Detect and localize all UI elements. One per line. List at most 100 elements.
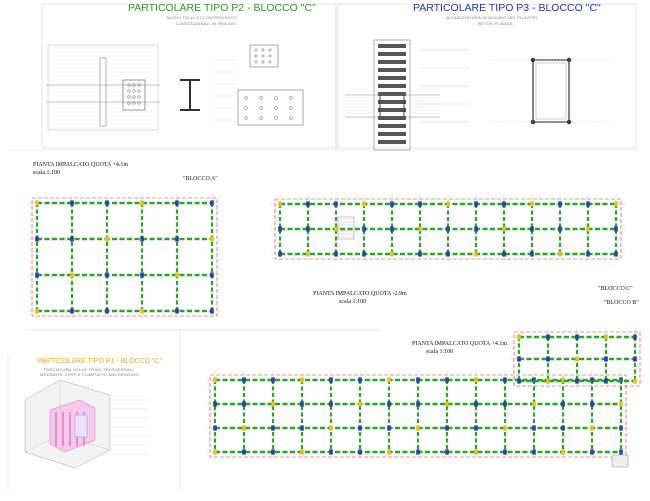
plan-b-column bbox=[358, 425, 362, 431]
bolt bbox=[261, 48, 265, 52]
plan-b-column bbox=[532, 425, 536, 431]
p3-batten bbox=[378, 108, 406, 112]
plan-b-wing-column bbox=[517, 334, 521, 340]
bolt bbox=[254, 60, 258, 64]
plan-a-column bbox=[140, 200, 144, 206]
bolt bbox=[254, 54, 258, 58]
bolt bbox=[127, 83, 131, 87]
plan-b-wing-boundary bbox=[513, 331, 641, 387]
stair bbox=[611, 454, 629, 468]
plan-b-column bbox=[329, 449, 333, 455]
plan-b-column bbox=[358, 377, 362, 383]
plan-b-wing-column bbox=[546, 334, 550, 340]
plan-c-column bbox=[306, 226, 310, 232]
plan-c-column bbox=[362, 201, 366, 207]
plan-b-column bbox=[271, 449, 275, 455]
plan-c-column bbox=[614, 226, 618, 232]
plan-c-column bbox=[418, 226, 422, 232]
plan-b-wing-column bbox=[633, 356, 637, 362]
plan-a-boundary bbox=[31, 197, 218, 317]
plan-b-column bbox=[416, 425, 420, 431]
p3-title: PARTICOLARE TIPO P3 - BLOCCO "C" bbox=[413, 2, 601, 14]
p3-joint bbox=[379, 94, 405, 118]
plan-b-column bbox=[474, 377, 478, 383]
plan-c-column bbox=[390, 251, 394, 257]
plan-b-column bbox=[213, 449, 217, 455]
plan-c-column bbox=[334, 201, 338, 207]
plan-b-wing-column bbox=[604, 334, 608, 340]
bolt bbox=[127, 95, 131, 99]
plan-a-column bbox=[105, 236, 109, 242]
plan-a-column bbox=[70, 236, 74, 242]
p3-batten bbox=[378, 76, 406, 80]
plan-a-column bbox=[35, 272, 39, 278]
p3-jacket bbox=[532, 59, 570, 123]
bolt bbox=[259, 96, 263, 100]
bolt bbox=[274, 96, 278, 100]
plan-b-column bbox=[474, 425, 478, 431]
plan-c-column bbox=[558, 226, 562, 232]
hea300-section bbox=[180, 79, 200, 111]
bolt bbox=[132, 83, 136, 87]
plan-c-column bbox=[446, 226, 450, 232]
plan-a-column bbox=[140, 272, 144, 278]
plan-b-column bbox=[561, 449, 565, 455]
p1-subtitle-2: MEDIANTE CFRP E COMPLETO ANCORAGGIO bbox=[40, 372, 139, 377]
plan-c-block-label: "BLOCCO C" bbox=[598, 286, 633, 292]
plan-c-column bbox=[530, 201, 534, 207]
plan-c-column bbox=[362, 226, 366, 232]
plan-b-column bbox=[358, 449, 362, 455]
bolt bbox=[259, 116, 263, 120]
plan-b-column bbox=[387, 377, 391, 383]
plan-b-column bbox=[445, 401, 449, 407]
bolt bbox=[244, 96, 248, 100]
plan-b-wing-column bbox=[604, 378, 608, 384]
plan-b-column bbox=[300, 425, 304, 431]
plan-c-column bbox=[446, 201, 450, 207]
p3-core bbox=[535, 62, 567, 120]
plan-b-column bbox=[271, 377, 275, 383]
p3-batten bbox=[378, 68, 406, 72]
plan-a-title: PIANTA IMPALCATO QUOTA +4.1m bbox=[33, 162, 129, 168]
plan-b-column bbox=[445, 449, 449, 455]
plan-b-column bbox=[329, 401, 333, 407]
plan-c-column bbox=[614, 251, 618, 257]
plan-c-column bbox=[558, 201, 562, 207]
plan-b-wing-column bbox=[517, 378, 521, 384]
plan-b-wing-column bbox=[546, 378, 550, 384]
plan-b-column bbox=[387, 401, 391, 407]
plan-c-column bbox=[390, 201, 394, 207]
p3-subtitle-1: INCAMICIATURA IN ACCIAIO DEI PILASTRI bbox=[446, 15, 538, 20]
bolt bbox=[289, 106, 293, 110]
p2-section bbox=[47, 44, 159, 131]
plan-c-column bbox=[558, 251, 562, 257]
plan-a-column bbox=[140, 236, 144, 242]
plan-b-column bbox=[561, 401, 565, 407]
plan-a-column bbox=[105, 272, 109, 278]
plan-b-column bbox=[271, 425, 275, 431]
plan-c-column bbox=[362, 251, 366, 257]
plan-a-column bbox=[140, 308, 144, 314]
plan-c-column bbox=[278, 226, 282, 232]
plan-a-block-label: "BLOCCO A" bbox=[183, 176, 218, 182]
plan-b-column bbox=[242, 401, 246, 407]
bolt bbox=[132, 89, 136, 93]
plan-b-column bbox=[271, 401, 275, 407]
plan-c-column bbox=[502, 251, 506, 257]
plan-b-column bbox=[387, 449, 391, 455]
p3-batten bbox=[378, 60, 406, 64]
p3-batten bbox=[378, 52, 406, 56]
bolt bbox=[137, 101, 141, 105]
plan-c-column bbox=[502, 226, 506, 232]
plan-a-column bbox=[210, 272, 214, 278]
plan-b-column bbox=[242, 449, 246, 455]
bolt bbox=[127, 101, 131, 105]
plan-b-title: PIANTA IMPALCATO QUOTA +4.1m bbox=[412, 341, 508, 347]
plan-b-column bbox=[300, 377, 304, 383]
plan-b-column bbox=[590, 377, 594, 383]
plan-b-column bbox=[242, 377, 246, 383]
detail-p3-frame bbox=[337, 3, 637, 149]
plan-b-column bbox=[503, 449, 507, 455]
bolt bbox=[259, 106, 263, 110]
plan-b-column bbox=[445, 377, 449, 383]
